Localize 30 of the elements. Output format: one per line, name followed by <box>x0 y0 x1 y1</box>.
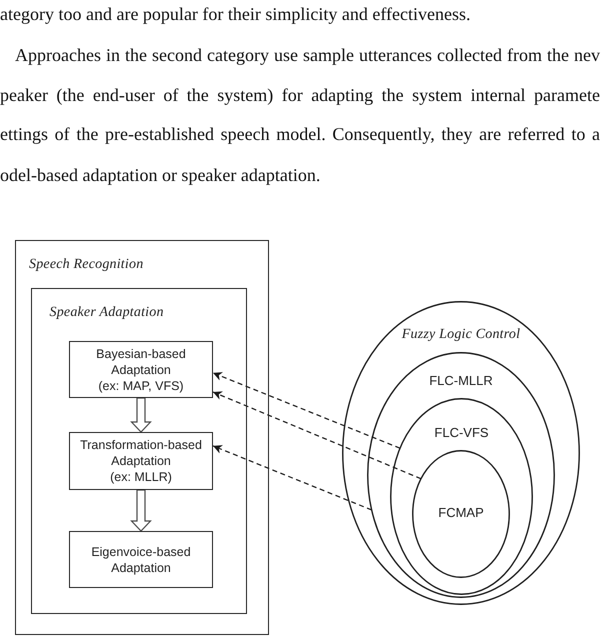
body-text-line: ategory too and are popular for their simplicity and effectiveness. <box>0 4 471 25</box>
region-label: FLC-VFS <box>434 424 489 441</box>
dashed-arrow <box>212 391 422 480</box>
hollow-arrow <box>130 397 152 433</box>
hollow-arrow <box>130 489 152 532</box>
body-text-line: ettings of the pre-established speech model. Consequently, they are referred to a <box>0 124 600 145</box>
region-label: FLC-MLLR <box>429 372 493 389</box>
body-text-line: odel-based adaptation or speaker adaptation. <box>0 165 320 186</box>
process-box <box>69 341 213 398</box>
body-text-line: Approaches in the second category use sample utterances collected from the nev <box>15 45 600 66</box>
body-text-line: peaker (the end-user of the system) for adapting the system internal paramete <box>0 85 600 106</box>
ellipse-region <box>342 301 580 605</box>
container-frame <box>15 240 269 635</box>
dashed-arrow <box>212 445 372 510</box>
process-box <box>69 432 213 490</box>
region-title: Fuzzy Logic Control <box>402 326 520 343</box>
frame-title: Speech Recognition <box>29 256 144 273</box>
process-label: Transformation-based Adaptation <box>79 437 203 469</box>
ellipse-region <box>412 450 510 578</box>
ellipse-region <box>367 352 555 598</box>
process-label: Bayesian-based Adaptation <box>95 346 187 378</box>
process-label: Eigenvoice-based Adaptation <box>90 544 192 576</box>
example-label: (ex: MLLR) <box>110 469 172 485</box>
example-label: (ex: MAP, VFS) <box>98 378 184 394</box>
region-label: FCMAP <box>438 504 484 521</box>
container-frame <box>30 288 246 614</box>
dashed-arrow <box>212 372 400 449</box>
frame-title: Speaker Adaptation <box>50 304 164 320</box>
process-box <box>69 531 213 588</box>
ellipse-region <box>390 398 533 595</box>
